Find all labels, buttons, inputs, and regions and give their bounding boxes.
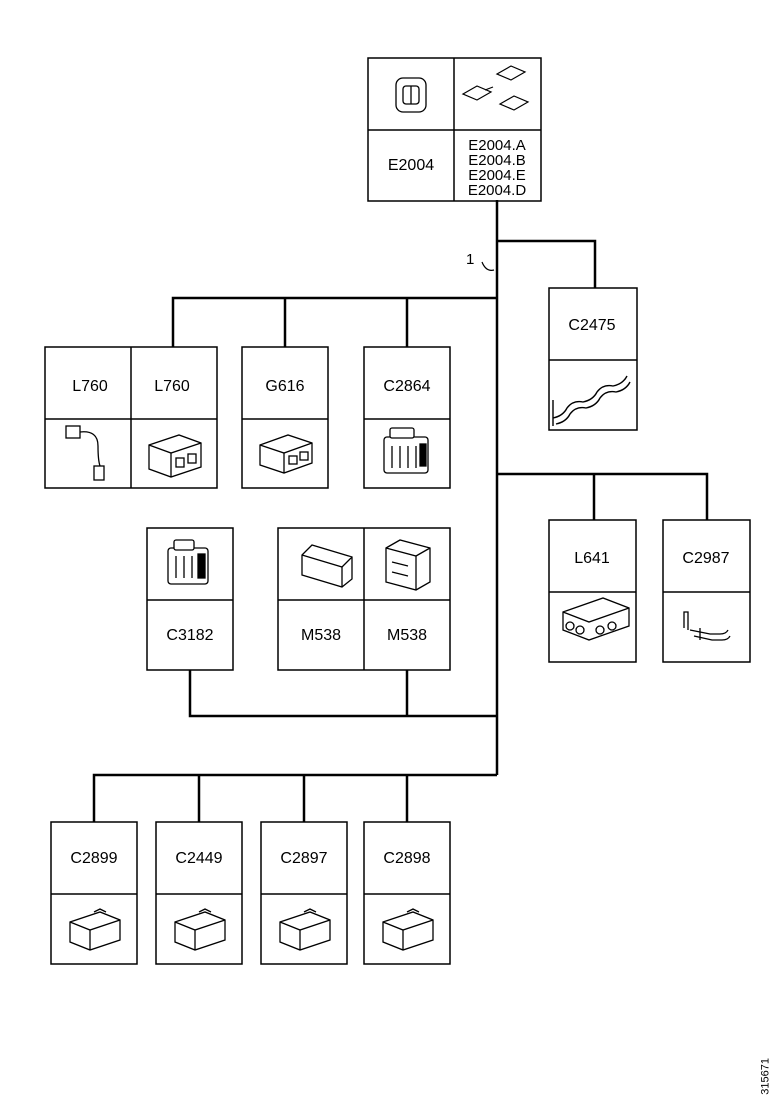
two-pin-housing-icon — [148, 434, 202, 478]
component-code: M538 — [301, 627, 341, 644]
component-box-c2987 — [662, 519, 751, 663]
two-pin-housing-icon — [279, 908, 331, 951]
callout-leader — [481, 261, 495, 271]
component-code: C2987 — [682, 550, 729, 567]
connection-lines — [92, 200, 709, 822]
component-code: C2475 — [568, 317, 615, 334]
component-code: C3182 — [166, 627, 213, 644]
component-box-g616 — [241, 346, 329, 489]
relay-housing-icon — [301, 544, 353, 588]
variant-label: E2004.B — [468, 152, 526, 169]
component-box-c2449 — [155, 821, 243, 965]
component-code: G616 — [265, 378, 304, 395]
two-pin-housing-icon — [382, 908, 434, 951]
terminal-set-icon — [461, 65, 530, 111]
twisted-cable-icon — [552, 375, 631, 426]
component-code: C2864 — [383, 378, 430, 395]
component-box-m538-pair — [277, 527, 451, 671]
component-e2004 — [367, 57, 542, 202]
component-code: C2899 — [70, 850, 117, 867]
component-box-c2899 — [50, 821, 138, 965]
component-box-l760-pair — [44, 346, 218, 489]
multi-pin-housing-icon — [562, 597, 630, 641]
multi-pin-connector-icon — [385, 539, 431, 591]
component-code: L760 — [154, 378, 190, 395]
terminal-strip-icon — [683, 611, 731, 641]
two-pin-housing-icon — [174, 908, 226, 951]
component-code: M538 — [387, 627, 427, 644]
component-code: C2897 — [280, 850, 327, 867]
component-box-c2898 — [363, 821, 451, 965]
variant-label: E2004.D — [468, 182, 527, 199]
component-box-c3182 — [146, 527, 234, 671]
component-box-l641 — [548, 519, 637, 663]
component-code: C2898 — [383, 850, 430, 867]
component-code: E2004 — [388, 157, 434, 174]
variant-label: E2004.A — [468, 137, 526, 154]
connector-with-lead-icon — [65, 425, 105, 481]
component-code: C2449 — [175, 850, 222, 867]
multi-pin-connector-icon — [383, 427, 429, 474]
component-box-c2864 — [363, 346, 451, 489]
two-pin-housing-icon — [69, 908, 121, 951]
component-box-c2475 — [548, 287, 638, 431]
component-code: L641 — [574, 550, 610, 567]
drawing-number: 315671 — [760, 1058, 772, 1095]
callout-number: 1 — [466, 251, 474, 268]
two-pin-housing-icon — [259, 434, 313, 474]
component-code: L760 — [72, 378, 108, 395]
component-box-c2897 — [260, 821, 348, 965]
variant-label: E2004.E — [468, 167, 526, 184]
multi-pin-connector-icon — [167, 539, 209, 585]
connector-housing-icon — [395, 77, 427, 113]
